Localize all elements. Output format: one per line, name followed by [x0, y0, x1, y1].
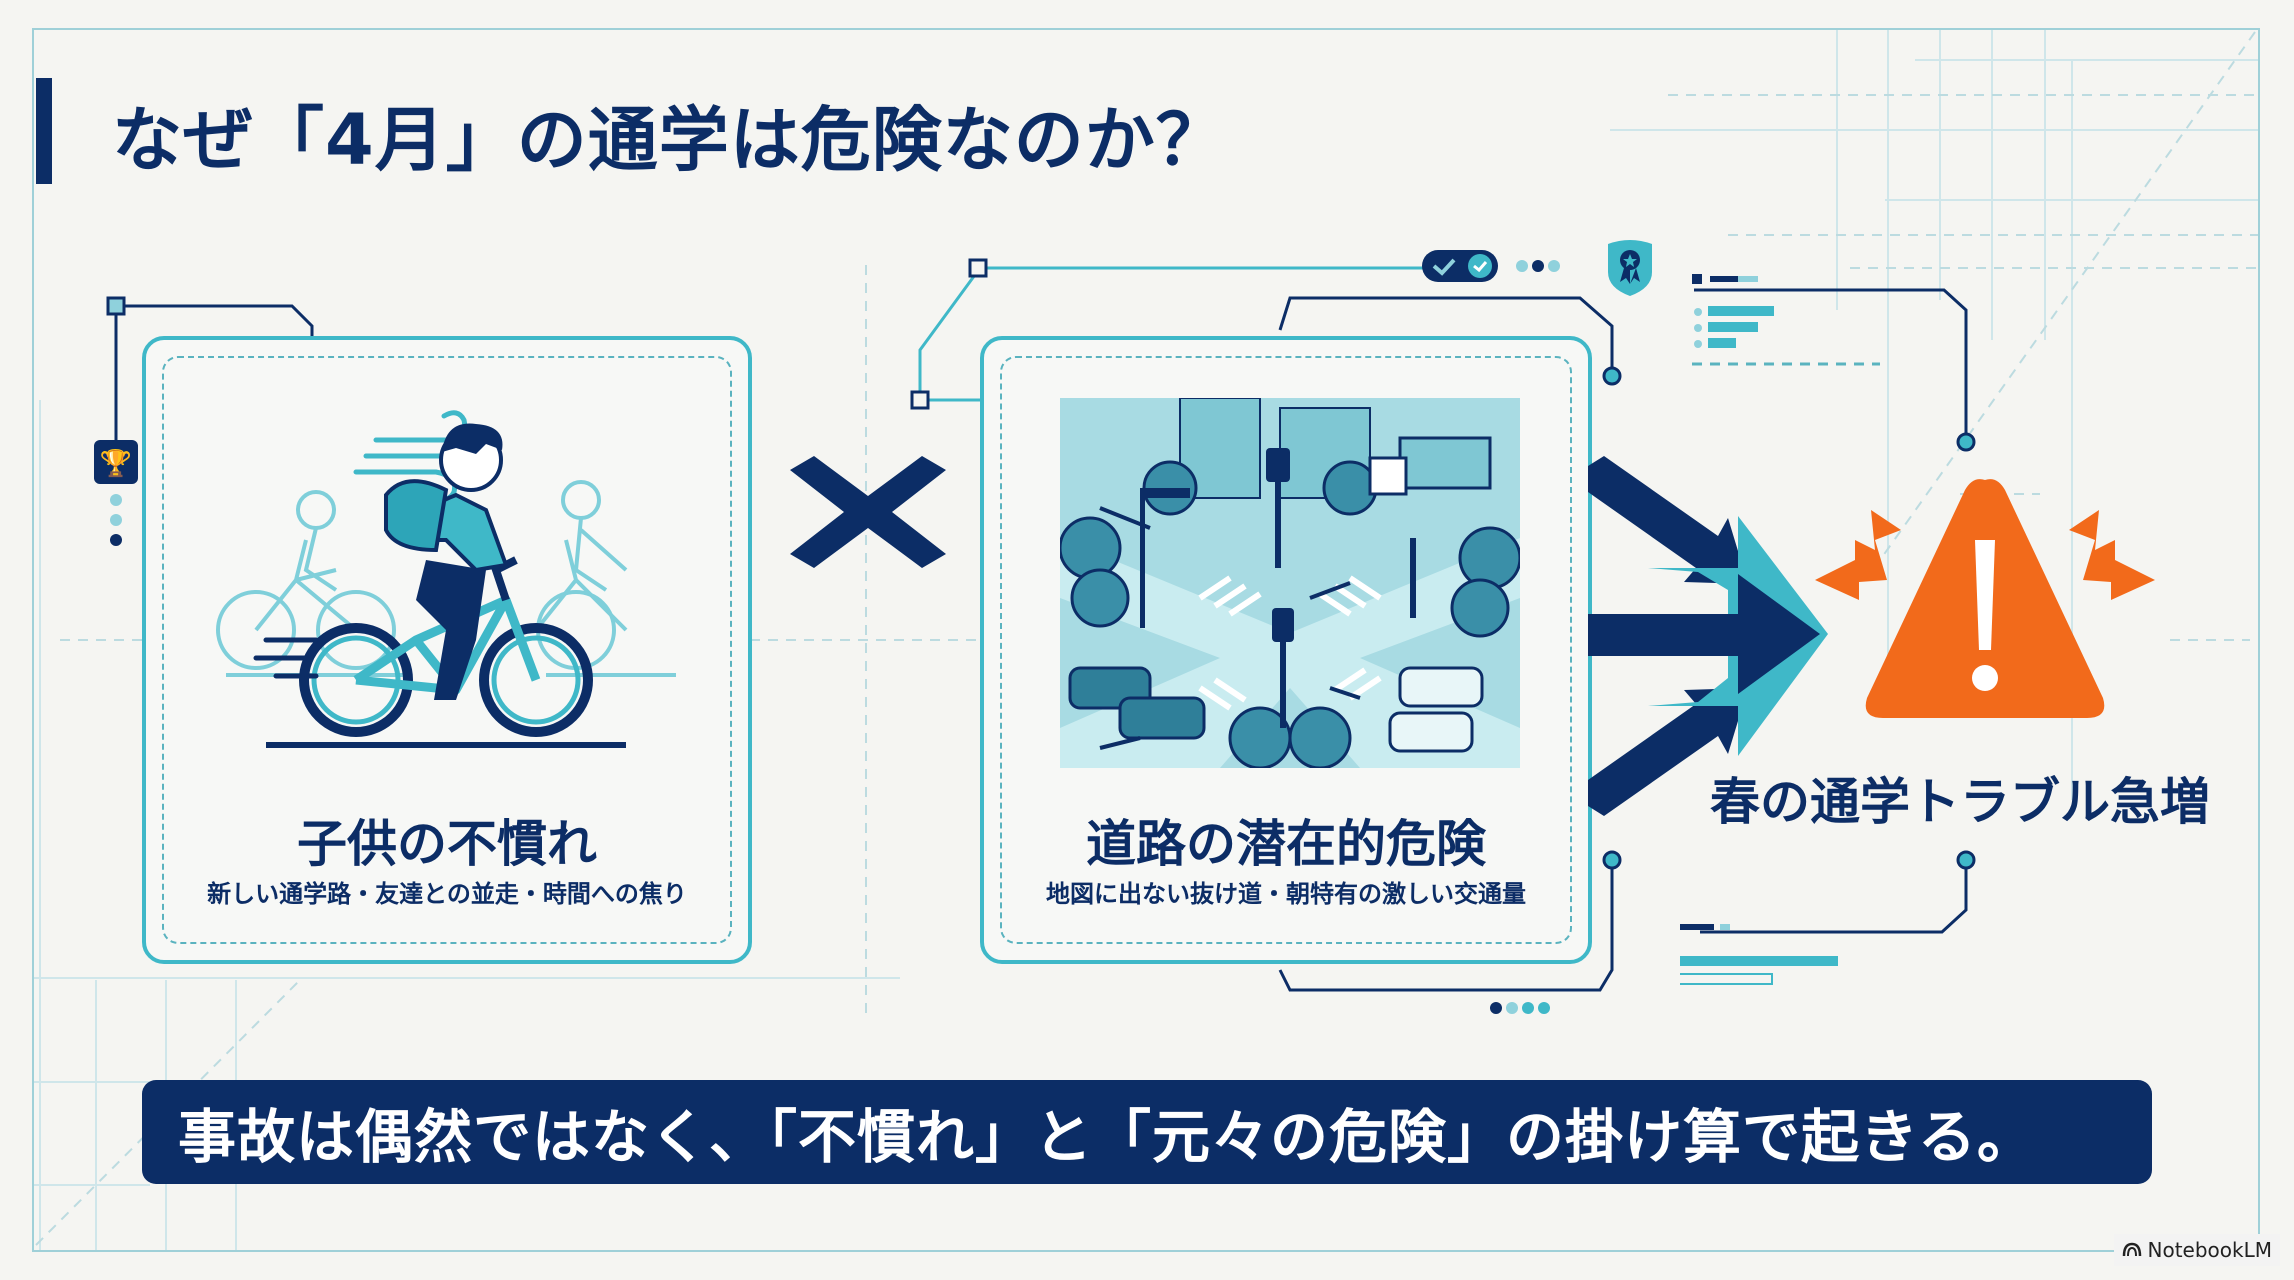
- check-icon: [1473, 261, 1488, 273]
- toggle-check-pill: [1422, 250, 1560, 282]
- conclusion-banner: 事故は偶然ではなく、「不慣れ」と「元々の危険」の掛け算で起きる。: [142, 1080, 2152, 1184]
- check-icon: [1432, 258, 1456, 276]
- conclusion-text: 事故は偶然ではなく、「不慣れ」と「元々の危険」の掛け算で起きる。: [178, 1103, 2036, 1171]
- card-dashed-border: [162, 356, 732, 944]
- intersection-traffic-illustration: [1060, 398, 1520, 768]
- watermark-label: NotebookLM: [2147, 1238, 2273, 1262]
- card-title: 子供の不慣れ: [297, 815, 597, 873]
- converging-arrows: [1588, 456, 1828, 816]
- card-road-hazards: 道路の潜在的危険 地図に出ない抜け道・朝特有の激しい交通量: [980, 336, 1592, 964]
- card-subtitle: 新しい通学路・友達との並走・時間への焦り: [207, 880, 687, 908]
- circuit-decoration-right: [1680, 274, 1976, 985]
- circuit-decoration-left: 🏆: [94, 296, 314, 546]
- multiply-icon: [790, 456, 946, 568]
- warning-triangle-icon: [1815, 479, 2155, 718]
- child-on-bicycle-illustration: [216, 410, 676, 748]
- card-dashed-border: [1000, 356, 1572, 944]
- watermark: NotebookLM: [2113, 1234, 2280, 1266]
- card-subtitle: 地図に出ない抜け道・朝特有の激しい交通量: [1046, 880, 1526, 908]
- notebooklm-logo-icon: [2122, 1242, 2141, 1257]
- card-child-unfamiliarity: 子供の不慣れ 新しい通学路・友達との並走・時間への焦り: [142, 336, 752, 964]
- result-label: 春の通学トラブル急増: [1710, 773, 2210, 831]
- award-badge-icon: [1608, 240, 1652, 296]
- trophy-icon: 🏆: [100, 448, 132, 479]
- page-title: なぜ「4月」の通学は危険なのか？: [112, 99, 1227, 181]
- title-accent-bar: [36, 78, 52, 184]
- card-title: 道路の潜在的危険: [1086, 815, 1486, 873]
- slide-frame: [32, 28, 2260, 1252]
